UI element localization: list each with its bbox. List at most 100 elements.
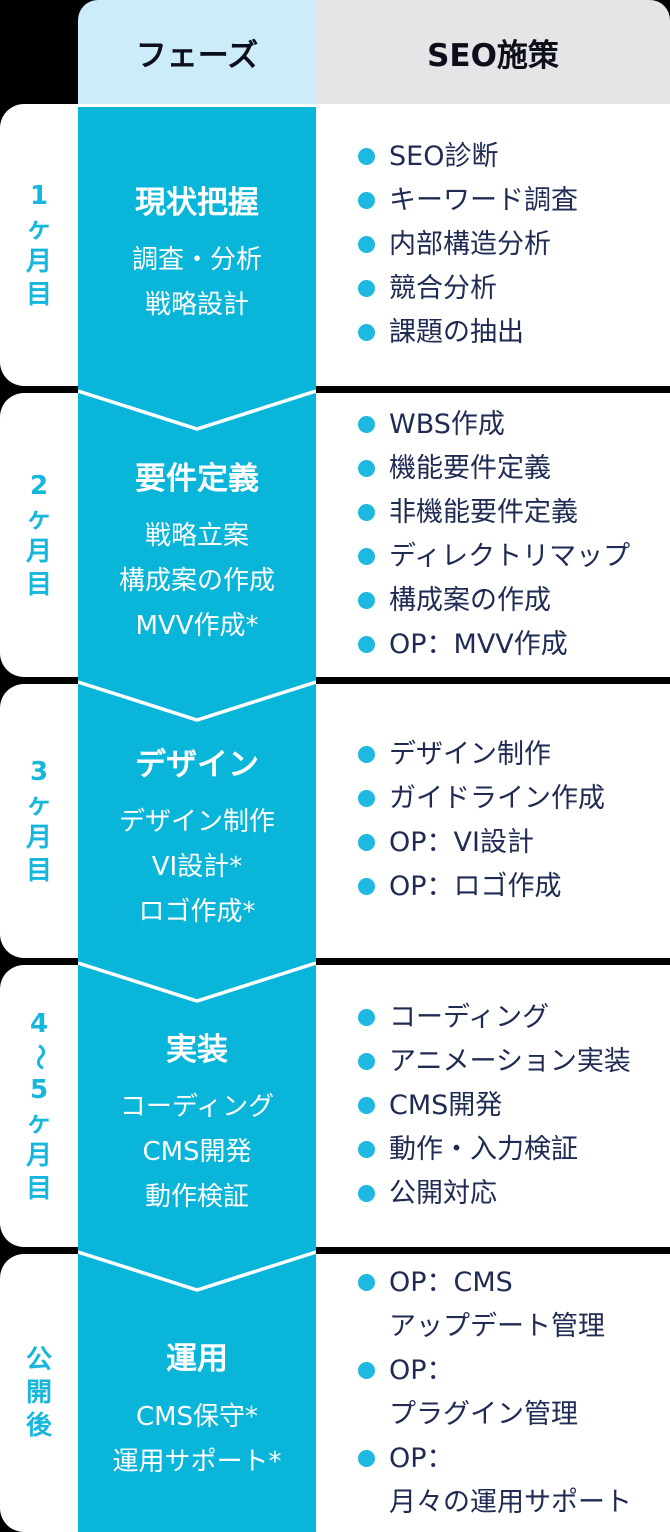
duration-char: ヶ xyxy=(25,1107,52,1138)
seo-item: コーディング xyxy=(358,996,670,1040)
seo-item-label: OP：ロゴ作成 xyxy=(389,871,562,902)
seo-item-label: アニメーション実装 xyxy=(389,1046,631,1077)
seo-item-label: OP： プラグイン管理 xyxy=(389,1355,578,1430)
duration-char: 目 xyxy=(25,855,52,886)
duration-char: 〜 xyxy=(23,1043,54,1070)
bullet-icon xyxy=(358,192,375,209)
duration-char: 4 xyxy=(29,1008,49,1039)
seo-item: ディレクトリマップ xyxy=(358,535,670,579)
seo-item-label: 機能要件定義 xyxy=(389,453,551,484)
duration-char: ヶ xyxy=(25,213,52,244)
duration-char: ヶ xyxy=(25,503,52,534)
bullet-icon xyxy=(358,592,375,609)
phase-block: 現状把握調査・分析 戦略設計 xyxy=(78,107,316,386)
phase-column-header-label: フェーズ xyxy=(135,37,259,74)
bullet-icon xyxy=(358,1274,375,1291)
phase-title: 実装 xyxy=(166,1031,228,1068)
seo-item: OP：MVV作成 xyxy=(358,623,670,667)
phase-subtitle: コーディング CMS開発 動作検証 xyxy=(119,1092,275,1213)
seo-item: 非機能要件定義 xyxy=(358,491,670,535)
bullet-icon xyxy=(358,416,375,433)
seo-item-label: CMS開発 xyxy=(389,1090,503,1121)
bullet-icon xyxy=(358,1185,375,1202)
duration-char: 2 xyxy=(29,470,49,501)
duration-label: 公開後 xyxy=(0,1254,78,1532)
phase-block: 要件定義戦略立案 構成案の作成 MVV作成* xyxy=(78,393,316,677)
seo-item: OP： 月々の運用サポート xyxy=(358,1437,670,1525)
bullet-icon xyxy=(358,1450,375,1467)
duration-char: 目 xyxy=(25,569,52,600)
seo-items-list: SEO診断キーワード調査内部構造分析競合分析課題の抽出 xyxy=(316,104,670,386)
phase-subtitle: 調査・分析 戦略設計 xyxy=(131,245,262,321)
bullet-icon xyxy=(358,636,375,653)
duration-char: 月 xyxy=(25,246,52,277)
seo-item-label: ガイドライン作成 xyxy=(389,783,605,814)
phase-block: 実装コーディング CMS開発 動作検証 xyxy=(78,965,316,1247)
bullet-icon xyxy=(358,1009,375,1026)
bullet-icon xyxy=(358,324,375,341)
seo-item: OP： プラグイン管理 xyxy=(358,1349,670,1437)
duration-char: 3 xyxy=(29,756,49,787)
duration-char: 目 xyxy=(25,279,52,310)
bullet-icon xyxy=(358,1053,375,1070)
phase-column-header: フェーズ xyxy=(78,0,316,104)
seo-item: キーワード調査 xyxy=(358,179,670,223)
duration-char: 月 xyxy=(25,536,52,567)
seo-column-header-label: SEO施策 xyxy=(427,37,559,74)
bullet-icon xyxy=(358,1097,375,1114)
bullet-icon xyxy=(358,280,375,297)
seo-item-label: OP： 月々の運用サポート xyxy=(389,1443,632,1518)
seo-item-label: デザイン制作 xyxy=(389,739,551,770)
seo-item: アニメーション実装 xyxy=(358,1040,670,1084)
seo-item: ガイドライン作成 xyxy=(358,777,670,821)
duration-char: 1 xyxy=(29,180,49,211)
bullet-icon xyxy=(358,504,375,521)
seo-item: OP：ロゴ作成 xyxy=(358,865,670,909)
phase-block: 運用 CMS保守* 運用サポート* xyxy=(78,1254,316,1532)
seo-item-label: OP：CMS アップデート管理 xyxy=(389,1267,605,1342)
bullet-icon xyxy=(358,148,375,165)
duration-char: ヶ xyxy=(25,789,52,820)
duration-char: 5 xyxy=(29,1074,49,1105)
duration-label-text: 公開後 xyxy=(26,1347,52,1439)
seo-item: OP：VI設計 xyxy=(358,821,670,865)
seo-item: CMS開発 xyxy=(358,1084,670,1128)
phase-subtitle: CMS保守* 運用サポート* xyxy=(112,1401,282,1477)
seo-item: OP：CMS アップデート管理 xyxy=(358,1261,670,1349)
seo-item: 構成案の作成 xyxy=(358,579,670,623)
seo-item: 動作・入力検証 xyxy=(358,1128,670,1172)
phase-subtitle: デザイン制作 VI設計* ロゴ作成* xyxy=(118,807,275,928)
seo-item: 競合分析 xyxy=(358,267,670,311)
seo-item-label: 非機能要件定義 xyxy=(389,497,578,528)
duration-char: 後 xyxy=(25,1411,52,1441)
bullet-icon xyxy=(358,1362,375,1379)
seo-item-label: 課題の抽出 xyxy=(389,317,524,348)
seo-item-label: 構成案の作成 xyxy=(389,585,551,616)
seo-item-label: 公開対応 xyxy=(389,1178,497,1209)
seo-item: 公開対応 xyxy=(358,1172,670,1216)
seo-item-label: 競合分析 xyxy=(389,273,497,304)
seo-item-label: キーワード調査 xyxy=(389,185,578,216)
seo-items-list: デザイン制作ガイドライン作成 OP：VI設計 OP：ロゴ作成 xyxy=(316,684,670,958)
phase-subtitle: 戦略立案 構成案の作成 MVV作成* xyxy=(118,521,275,642)
phase-title: デザイン xyxy=(135,746,259,783)
seo-items-list: コーディングアニメーション実装 CMS開発動作・入力検証公開対応 xyxy=(316,965,670,1247)
seo-item-label: OP：MVV作成 xyxy=(389,629,568,660)
phase-title: 運用 xyxy=(166,1341,228,1378)
seo-item-label: ディレクトリマップ xyxy=(389,541,631,572)
seo-item: 課題の抽出 xyxy=(358,311,670,355)
seo-item-label: OP：VI設計 xyxy=(389,827,534,858)
seo-item-label: 内部構造分析 xyxy=(389,229,551,260)
phase-block: デザインデザイン制作 VI設計* ロゴ作成* xyxy=(78,684,316,958)
bullet-icon xyxy=(358,548,375,565)
seo-item-label: SEO診断 xyxy=(389,141,499,172)
seo-item: SEO診断 xyxy=(358,135,670,179)
seo-column-header: SEO施策 xyxy=(316,0,670,104)
